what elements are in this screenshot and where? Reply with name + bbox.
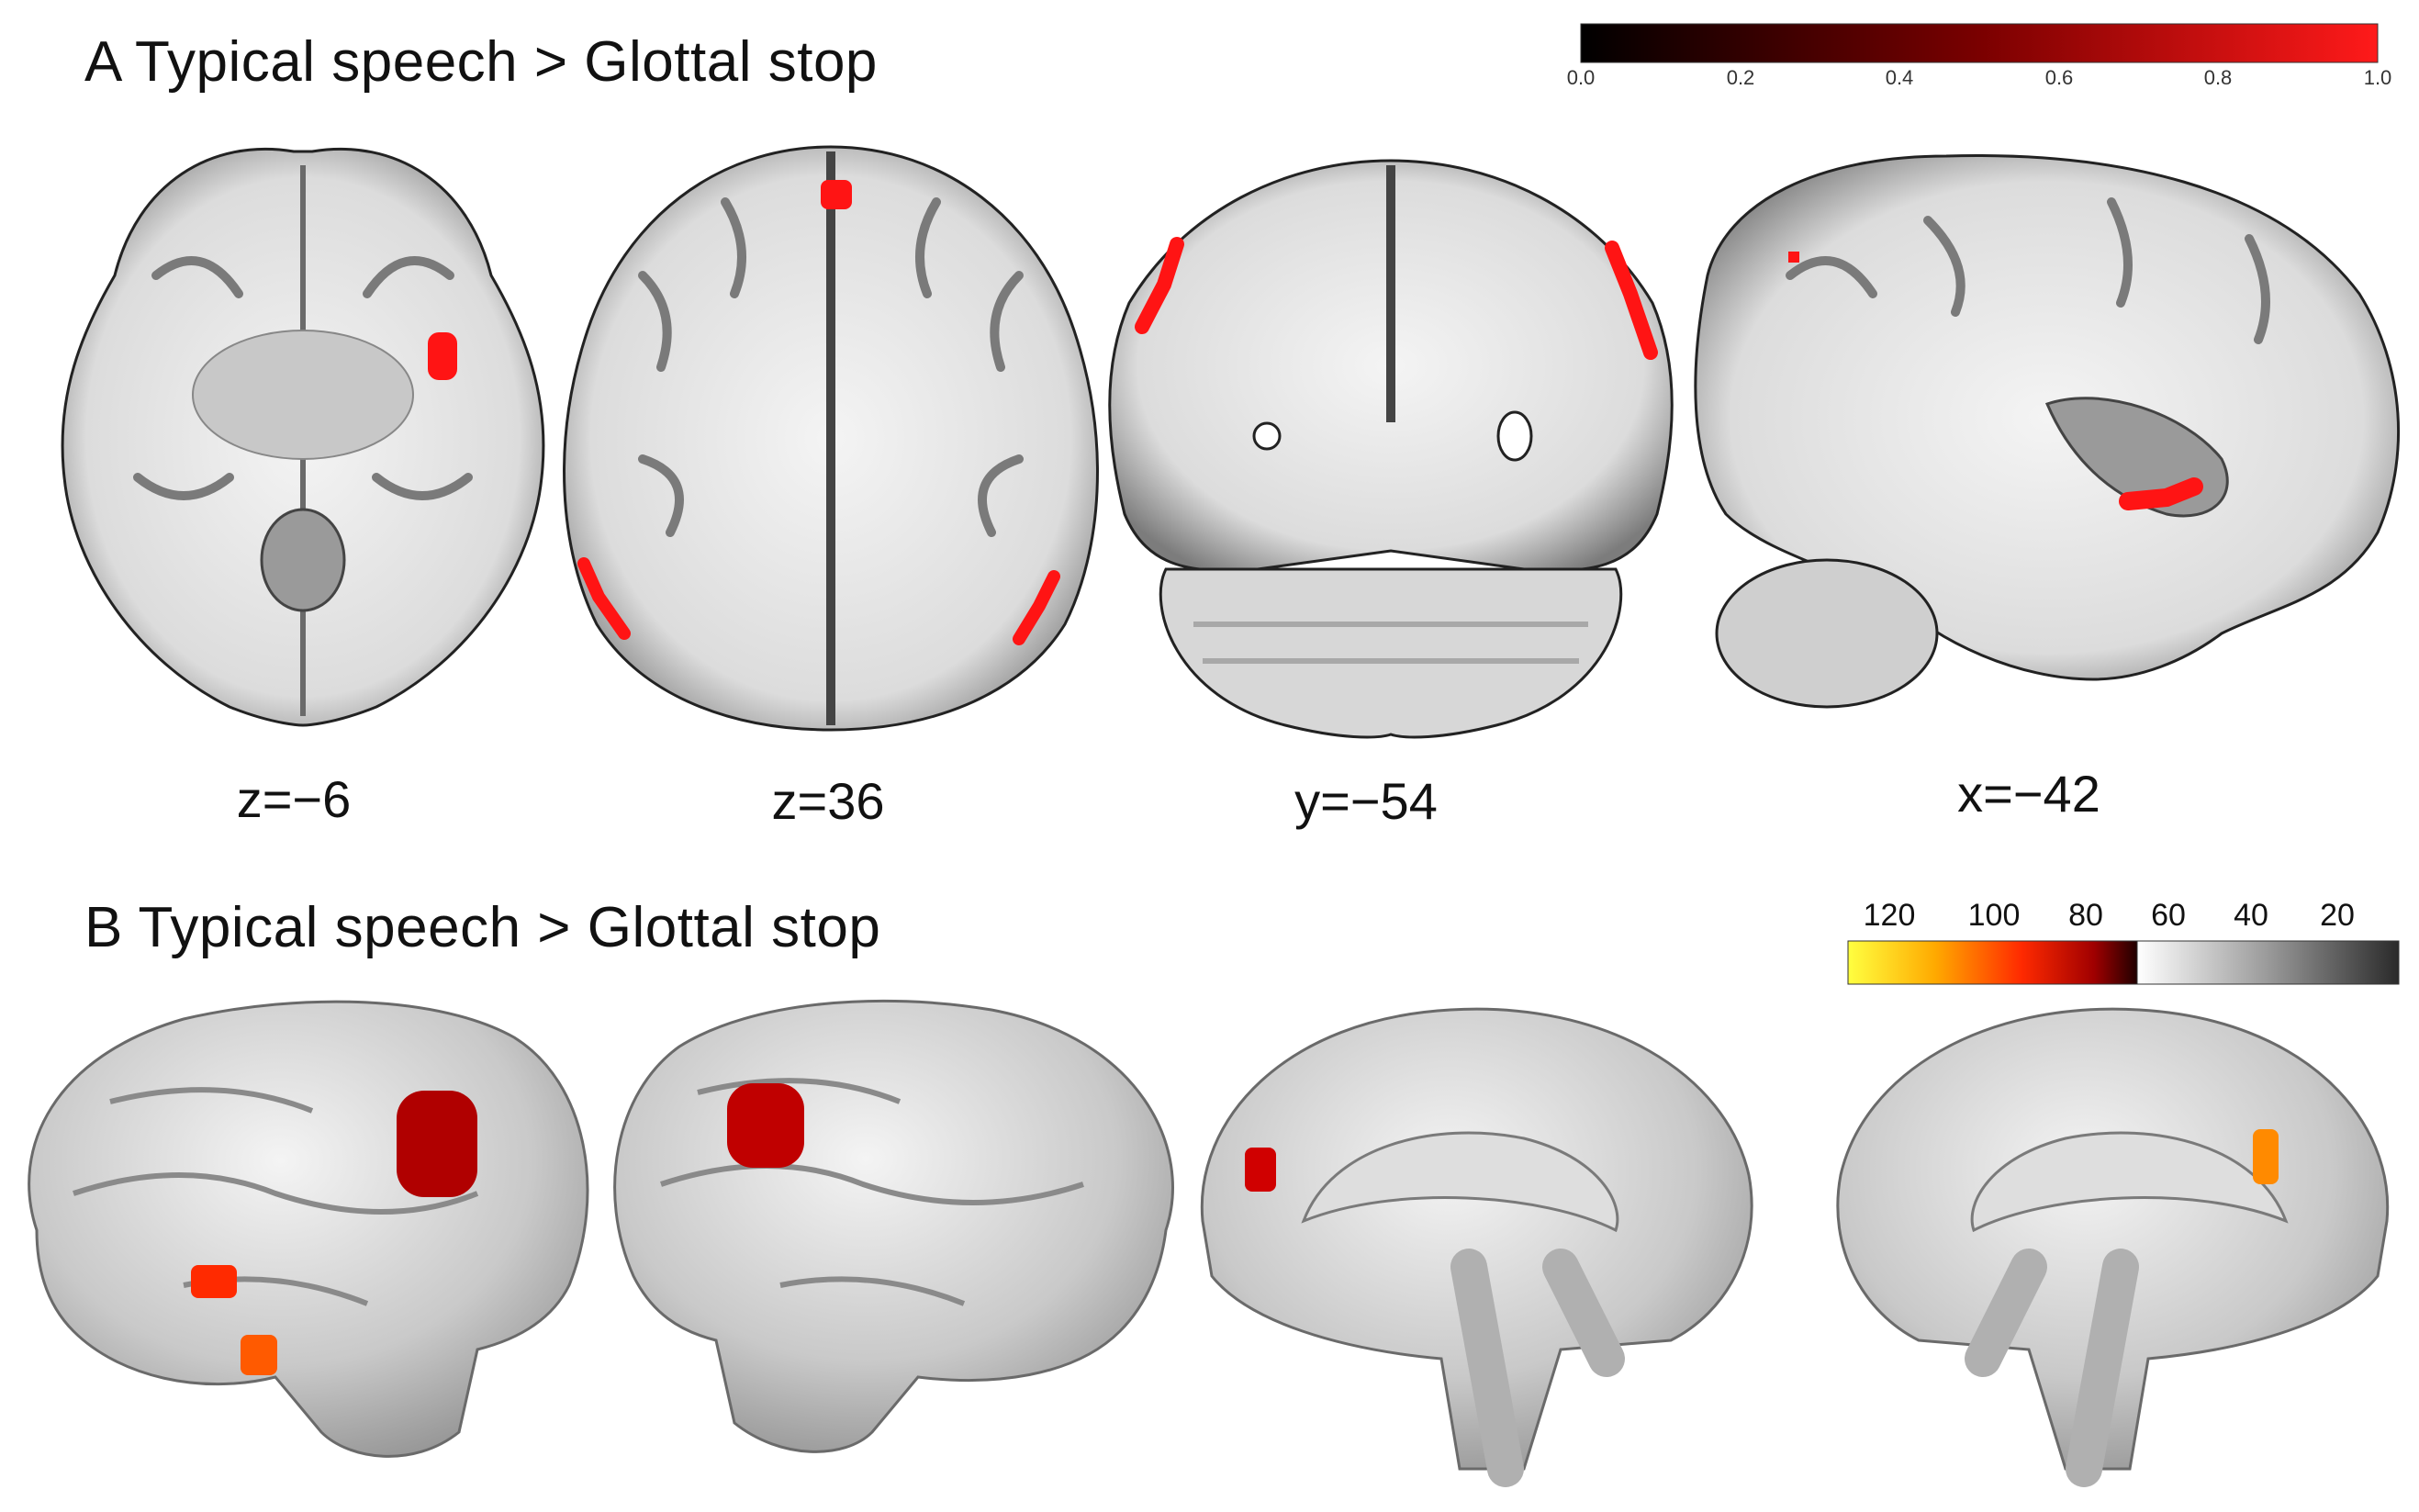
colorbar-a-tick: 0.2 xyxy=(1726,66,1755,89)
colorbar-a-tick: 0.4 xyxy=(1885,66,1914,89)
slice-label: y=−54 xyxy=(1294,772,1438,830)
slice-label: z=36 xyxy=(771,772,885,830)
activation-cluster xyxy=(727,1083,804,1168)
activation-cluster xyxy=(2253,1129,2279,1184)
activation-cluster xyxy=(1788,252,1799,263)
brain-slice-sagittal-x-minus42 xyxy=(1694,154,2401,709)
brain-slice-axial-z36 xyxy=(563,145,1099,732)
activation-cluster xyxy=(2119,477,2203,510)
colorbar-b-tick: 80 xyxy=(2068,898,2103,933)
colorbar-b-tick: 100 xyxy=(1967,898,2021,933)
brain-slice-axial-z-minus6 xyxy=(61,147,545,727)
activation-cluster xyxy=(821,180,852,209)
brain-surface-left-medial xyxy=(1200,1007,1753,1487)
colorbar-b-tick: 120 xyxy=(1863,898,1916,933)
colorbar-b-tick: 60 xyxy=(2151,898,2186,933)
activation-cluster xyxy=(577,557,631,640)
colorbar-a-tick: 0.6 xyxy=(2044,66,2074,89)
activation-cluster xyxy=(1013,570,1060,645)
brain-surface-left-lateral xyxy=(28,1000,589,1458)
brain-slice-coronal-y-minus54 xyxy=(1108,159,1674,739)
activation-cluster xyxy=(397,1091,477,1197)
colorbar-a-tick: 0.8 xyxy=(2203,66,2233,89)
panel-a-title: A Typical speech > Glottal stop xyxy=(84,30,878,94)
activation-cluster xyxy=(428,332,457,380)
colorbar-a-tick: 0.0 xyxy=(1566,66,1596,89)
colorbar-b xyxy=(1847,940,2400,985)
activation-cluster xyxy=(1605,241,1658,360)
activation-cluster xyxy=(1245,1148,1276,1192)
brain-surface-right-lateral xyxy=(613,999,1174,1453)
activation-cluster xyxy=(191,1265,237,1298)
colorbar-b-tick: 40 xyxy=(2234,898,2268,933)
activation-cluster xyxy=(1135,237,1184,334)
colorbar-a xyxy=(1580,23,2379,63)
panel-b-title: B Typical speech > Glottal stop xyxy=(84,896,881,959)
slice-label: x=−42 xyxy=(1957,765,2100,823)
activation-cluster xyxy=(241,1335,277,1375)
colorbar-b-tick: 20 xyxy=(2320,898,2355,933)
colorbar-a-tick: 1.0 xyxy=(2363,66,2392,89)
brain-surface-right-medial xyxy=(1836,1007,2390,1487)
slice-label: z=−6 xyxy=(236,770,352,828)
